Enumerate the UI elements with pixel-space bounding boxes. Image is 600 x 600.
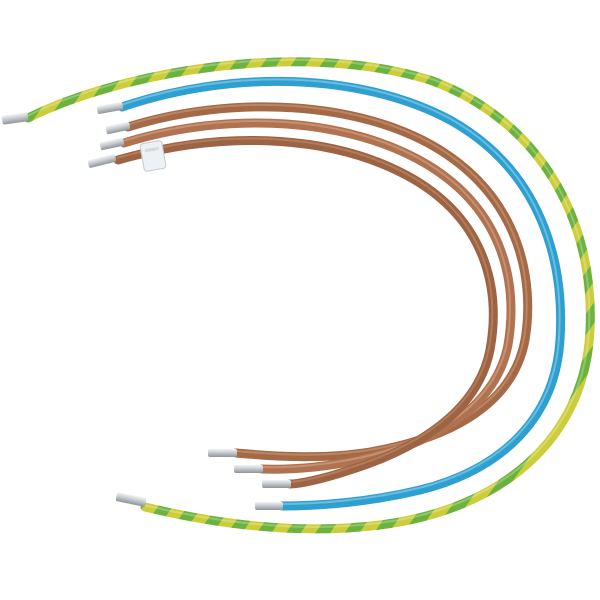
earth-wire-ferrule-bottom [115,492,147,507]
earth-wire [1,57,595,534]
phase-wire-3-ferrule-top [87,154,117,168]
wire-marker-tag [139,140,167,172]
phase-wire-3 [87,136,498,489]
earth-wire-ferrule-top [1,112,29,125]
phase-wire-3-insulation [113,136,498,489]
phase-wire-2-ferrule-top [99,137,125,151]
neutral-wire-ferrule-top [96,102,124,114]
neutral-wire-ferrule-bottom [255,502,283,510]
neutral-wire [96,76,566,511]
phase-wire-1-ferrule-top [105,121,131,135]
phase-wire-2 [99,118,516,474]
phase-wire-1 [105,102,533,462]
earth-wire-insulation [23,57,595,534]
phase-wire-1-ferrule-bottom [208,449,237,457]
phase-wire-3-ferrule-bottom [262,480,291,488]
phase-wire-2-ferrule-bottom [234,465,263,473]
